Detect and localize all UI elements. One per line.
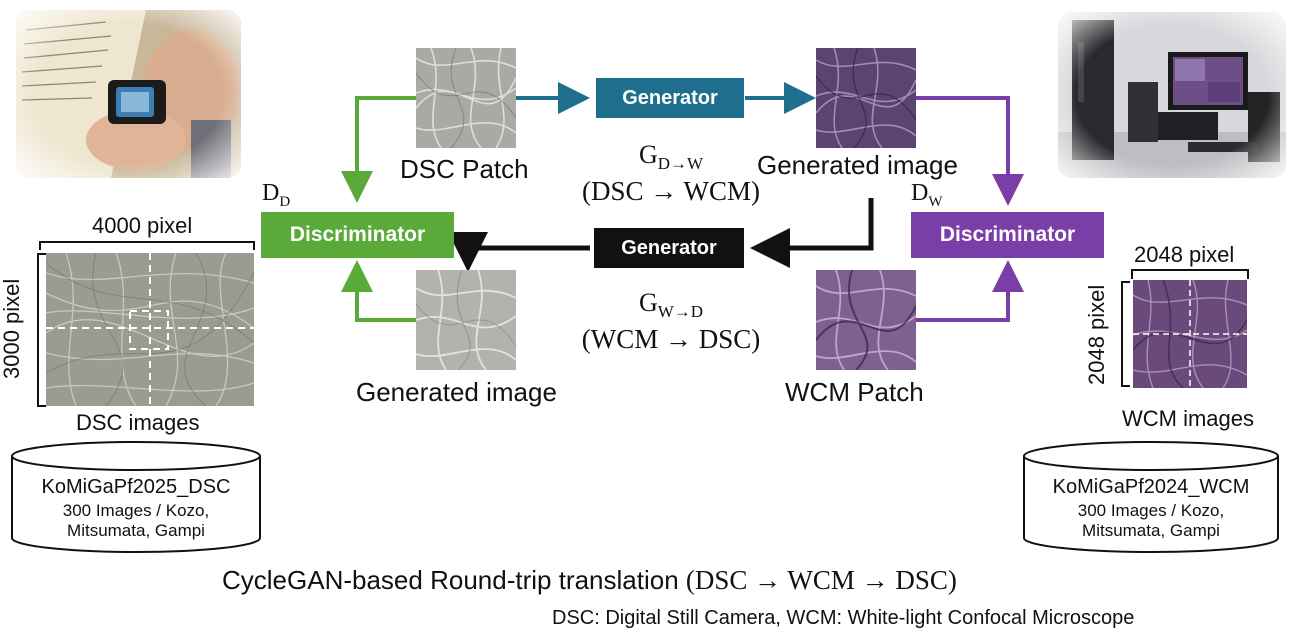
generated-image-top-label: Generated image xyxy=(757,150,958,180)
diagram-title-formula: (DSC → WCM → DSC) xyxy=(685,565,957,595)
arrow-wcm-to-disc xyxy=(915,260,1024,322)
wcm-dataset-info: KoMiGaPf2024_WCM 300 Images / Kozo, Mits… xyxy=(1024,476,1278,541)
right-database-cylinder xyxy=(1023,441,1279,553)
discriminator-dsc: Discriminator xyxy=(261,212,454,258)
wcm-width-label: 2048 pixel xyxy=(1134,242,1235,267)
dsc-full-image xyxy=(46,253,254,406)
wcm-images-caption: WCM images xyxy=(1122,406,1255,431)
dsc-images-caption: DSC images xyxy=(76,410,200,435)
dsc-capture-illustration xyxy=(16,10,241,178)
generated-image-bottom-label: Generated image xyxy=(356,377,557,407)
wcm-microscope-illustration xyxy=(1058,12,1286,178)
dsc-patch-image xyxy=(416,48,516,148)
wcm-dataset-line2: Mitsumata, Gampi xyxy=(1082,521,1220,540)
left-database-cylinder xyxy=(11,441,261,553)
d-w-symbol: D xyxy=(911,180,929,206)
wcm-patch-label: WCM Patch xyxy=(785,377,924,407)
d-d-subscript: D xyxy=(279,193,291,210)
dsc-dataset-line1: 300 Images / Kozo, xyxy=(62,501,210,520)
wcm-height-label: 2048 pixel xyxy=(1084,284,1109,385)
generator-wcm-to-dsc: Generator xyxy=(594,228,744,268)
d-d-symbol: D xyxy=(262,180,280,206)
g-w-to-d-symbol: G xyxy=(638,288,658,317)
dsc-height-label: 3000 pixel xyxy=(0,278,24,379)
right-height-bracket xyxy=(1121,281,1130,387)
arrow-gen-to-disc xyxy=(341,260,416,322)
discriminator-w-label: DW xyxy=(911,180,943,211)
g-d-to-w-symbol: G xyxy=(638,140,658,169)
diagram-title: CycleGAN-based Round-trip translation (D… xyxy=(222,565,957,596)
arrow-generated-to-generator xyxy=(750,198,874,268)
discriminator-wcm: Discriminator xyxy=(911,212,1104,258)
left-height-bracket xyxy=(37,253,46,407)
right-width-bracket xyxy=(1131,269,1249,279)
discriminator-d-label: DD xyxy=(262,180,290,211)
d-w-subscript: W xyxy=(928,193,943,210)
arrow-generator-to-generated-bottom xyxy=(448,232,590,272)
left-width-bracket xyxy=(39,241,255,250)
arrow-gen-to-disc-w xyxy=(915,96,1024,206)
wcm-microscope-photo xyxy=(1058,12,1286,178)
wcm-dataset-name: KoMiGaPf2024_WCM xyxy=(1052,476,1250,498)
diagram-title-text: CycleGAN-based Round-trip translation xyxy=(222,565,686,595)
dsc-width-label: 4000 pixel xyxy=(92,213,193,238)
generated-dsc-image xyxy=(416,270,516,370)
wcm-patch-image xyxy=(816,270,916,370)
wcm-dataset-line1: 300 Images / Kozo, xyxy=(1077,501,1225,520)
dsc-dataset-line2: Mitsumata, Gampi xyxy=(67,521,205,540)
generated-wcm-image xyxy=(816,48,916,148)
dsc-capture-photo xyxy=(16,10,241,178)
dsc-patch-label: DSC Patch xyxy=(400,154,529,184)
arrow-dsc-to-disc xyxy=(341,96,416,203)
dsc-dataset-name: KoMiGaPf2025_DSC xyxy=(41,476,231,498)
g-d-to-w-description: (DSC → WCM) xyxy=(581,176,761,206)
dsc-dataset-info: KoMiGaPf2025_DSC 300 Images / Kozo, Mits… xyxy=(12,476,260,541)
g-w-to-d-description: (WCM → DSC) xyxy=(581,324,761,354)
g-w-to-d-label: GW→D xyxy=(576,288,766,322)
abbreviation-note: DSC: Digital Still Camera, WCM: White-li… xyxy=(552,607,1135,629)
g-d-to-w-label: GD→W xyxy=(576,140,766,174)
generator-dsc-to-wcm: Generator xyxy=(596,78,744,118)
g-w-to-d-subscript: W→D xyxy=(657,302,704,322)
g-d-to-w-subscript: D→W xyxy=(657,154,704,174)
wcm-full-image xyxy=(1133,280,1247,388)
